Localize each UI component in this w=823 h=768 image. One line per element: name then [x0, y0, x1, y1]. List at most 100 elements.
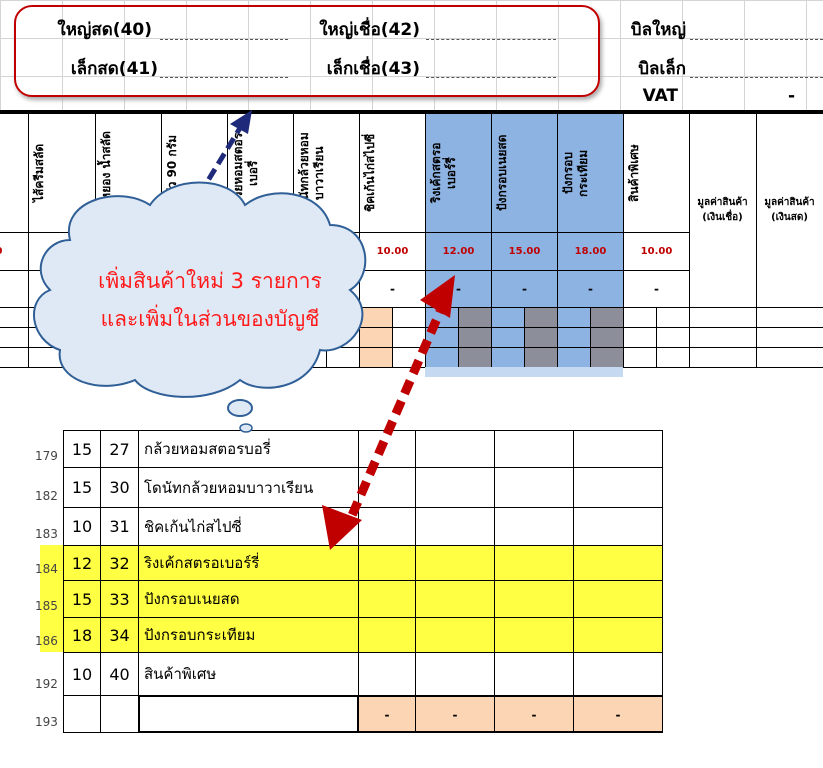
quantity-cell[interactable] — [358, 430, 416, 468]
entry-cell[interactable] — [689, 307, 757, 328]
column-header-label: ริงเค้กสตรอ เบอร์รี่ — [429, 142, 458, 204]
entry-cell[interactable] — [656, 307, 690, 328]
entry-cell[interactable] — [458, 327, 492, 348]
quantity-cell[interactable] — [358, 580, 416, 618]
entry-cell[interactable] — [128, 347, 162, 368]
total-cell: - — [0, 270, 29, 308]
entry-cell[interactable] — [557, 327, 591, 348]
entry-cell[interactable] — [557, 347, 591, 368]
entry-cell[interactable] — [95, 347, 129, 368]
field-large-credit[interactable] — [426, 18, 556, 40]
code-cell: 30 — [100, 467, 139, 508]
entry-cell[interactable] — [756, 347, 823, 368]
field-large-cash[interactable] — [160, 18, 288, 40]
quantity-cell[interactable] — [415, 617, 495, 653]
quantity-cell[interactable] — [358, 507, 416, 546]
entry-cell[interactable] — [425, 327, 459, 348]
quantity-cell[interactable] — [573, 580, 663, 618]
entry-cell[interactable] — [524, 307, 558, 328]
quantity-cell[interactable] — [415, 430, 495, 468]
entry-cell[interactable] — [590, 327, 624, 348]
quantity-cell[interactable] — [358, 467, 416, 508]
code-cell: 32 — [100, 545, 139, 581]
column-header — [557, 113, 624, 233]
field-bill-large[interactable] — [690, 18, 823, 40]
price-cell: 00 — [0, 232, 29, 271]
row-number: 179 — [35, 449, 58, 463]
quantity-cell[interactable] — [415, 580, 495, 618]
entry-cell[interactable] — [557, 307, 591, 328]
quantity-cell[interactable] — [358, 617, 416, 653]
entry-cell[interactable] — [0, 347, 29, 368]
field-small-cash[interactable] — [160, 56, 288, 78]
label-small-credit: เล็กเชื่อ(43) — [326, 59, 420, 79]
quantity-cell[interactable] — [573, 617, 663, 653]
entry-cell[interactable] — [326, 347, 360, 368]
entry-cell[interactable] — [392, 347, 426, 368]
entry-cell[interactable] — [689, 327, 757, 348]
field-small-credit[interactable] — [426, 56, 556, 78]
quantity-cell[interactable] — [573, 467, 663, 508]
entry-cell[interactable] — [590, 347, 624, 368]
quantity-cell[interactable] — [573, 430, 663, 468]
quantity-cell[interactable] — [494, 652, 574, 696]
column-header-label: มูลค่าสินค้า (เงินสด) — [764, 197, 815, 223]
entry-cell[interactable] — [61, 347, 96, 368]
entry-cell[interactable] — [458, 307, 492, 328]
entry-cell[interactable] — [227, 347, 261, 368]
entry-cell[interactable] — [756, 327, 823, 348]
entry-cell[interactable] — [623, 327, 657, 348]
quantity-cell[interactable] — [494, 467, 574, 508]
quantity-cell[interactable] — [573, 507, 663, 546]
quantity-cell[interactable] — [358, 652, 416, 696]
quantity-cell[interactable] — [494, 545, 574, 581]
quantity-cell[interactable] — [573, 545, 663, 581]
label-large-cash: ใหญ่สด(40) — [57, 20, 152, 40]
entry-cell[interactable] — [756, 307, 823, 328]
entry-cell[interactable] — [0, 307, 29, 328]
quantity-cell[interactable] — [573, 652, 663, 696]
entry-cell[interactable] — [194, 347, 228, 368]
entry-cell[interactable] — [590, 307, 624, 328]
entry-cell[interactable] — [491, 307, 525, 328]
quantity-cell[interactable] — [415, 652, 495, 696]
entry-cell[interactable] — [656, 327, 690, 348]
entry-cell[interactable] — [623, 347, 657, 368]
quantity-cell[interactable] — [494, 617, 574, 653]
quantity-cell[interactable] — [494, 580, 574, 618]
entry-cell[interactable] — [0, 327, 29, 348]
row-highlight — [40, 580, 63, 617]
field-bill-small[interactable] — [690, 56, 823, 78]
quantity-cell[interactable] — [494, 507, 574, 546]
entry-cell[interactable] — [392, 327, 426, 348]
price-cell: 12 — [63, 545, 101, 581]
entry-cell[interactable] — [689, 347, 757, 368]
product-name-cell: กล้วยหอมสตอรบอรี่ — [138, 430, 359, 468]
entry-cell[interactable] — [491, 347, 525, 368]
total-cell: - — [425, 270, 492, 308]
quantity-cell[interactable] — [415, 467, 495, 508]
entry-cell[interactable] — [524, 327, 558, 348]
entry-cell[interactable] — [293, 347, 327, 368]
entry-cell[interactable] — [161, 347, 195, 368]
entry-cell[interactable] — [260, 347, 294, 368]
column-header — [425, 113, 492, 233]
quantity-cell[interactable] — [358, 545, 416, 581]
entry-cell[interactable] — [491, 327, 525, 348]
quantity-cell[interactable] — [415, 545, 495, 581]
entry-cell[interactable] — [392, 307, 426, 328]
quantity-cell[interactable] — [494, 430, 574, 468]
quantity-cell[interactable] — [415, 507, 495, 546]
entry-cell[interactable] — [623, 307, 657, 328]
entry-cell[interactable] — [425, 347, 459, 368]
entry-cell[interactable] — [425, 307, 459, 328]
entry-cell[interactable] — [656, 347, 690, 368]
entry-cell[interactable] — [28, 347, 63, 368]
entry-cell[interactable] — [458, 347, 492, 368]
entry-cell[interactable] — [359, 347, 393, 368]
total-value-cell: - — [358, 695, 416, 733]
total-cell: - — [623, 270, 690, 308]
price-cell: 15 — [63, 430, 101, 468]
entry-cell[interactable] — [524, 347, 558, 368]
column-header-label: ปังกรอบเนยสด — [495, 134, 509, 212]
